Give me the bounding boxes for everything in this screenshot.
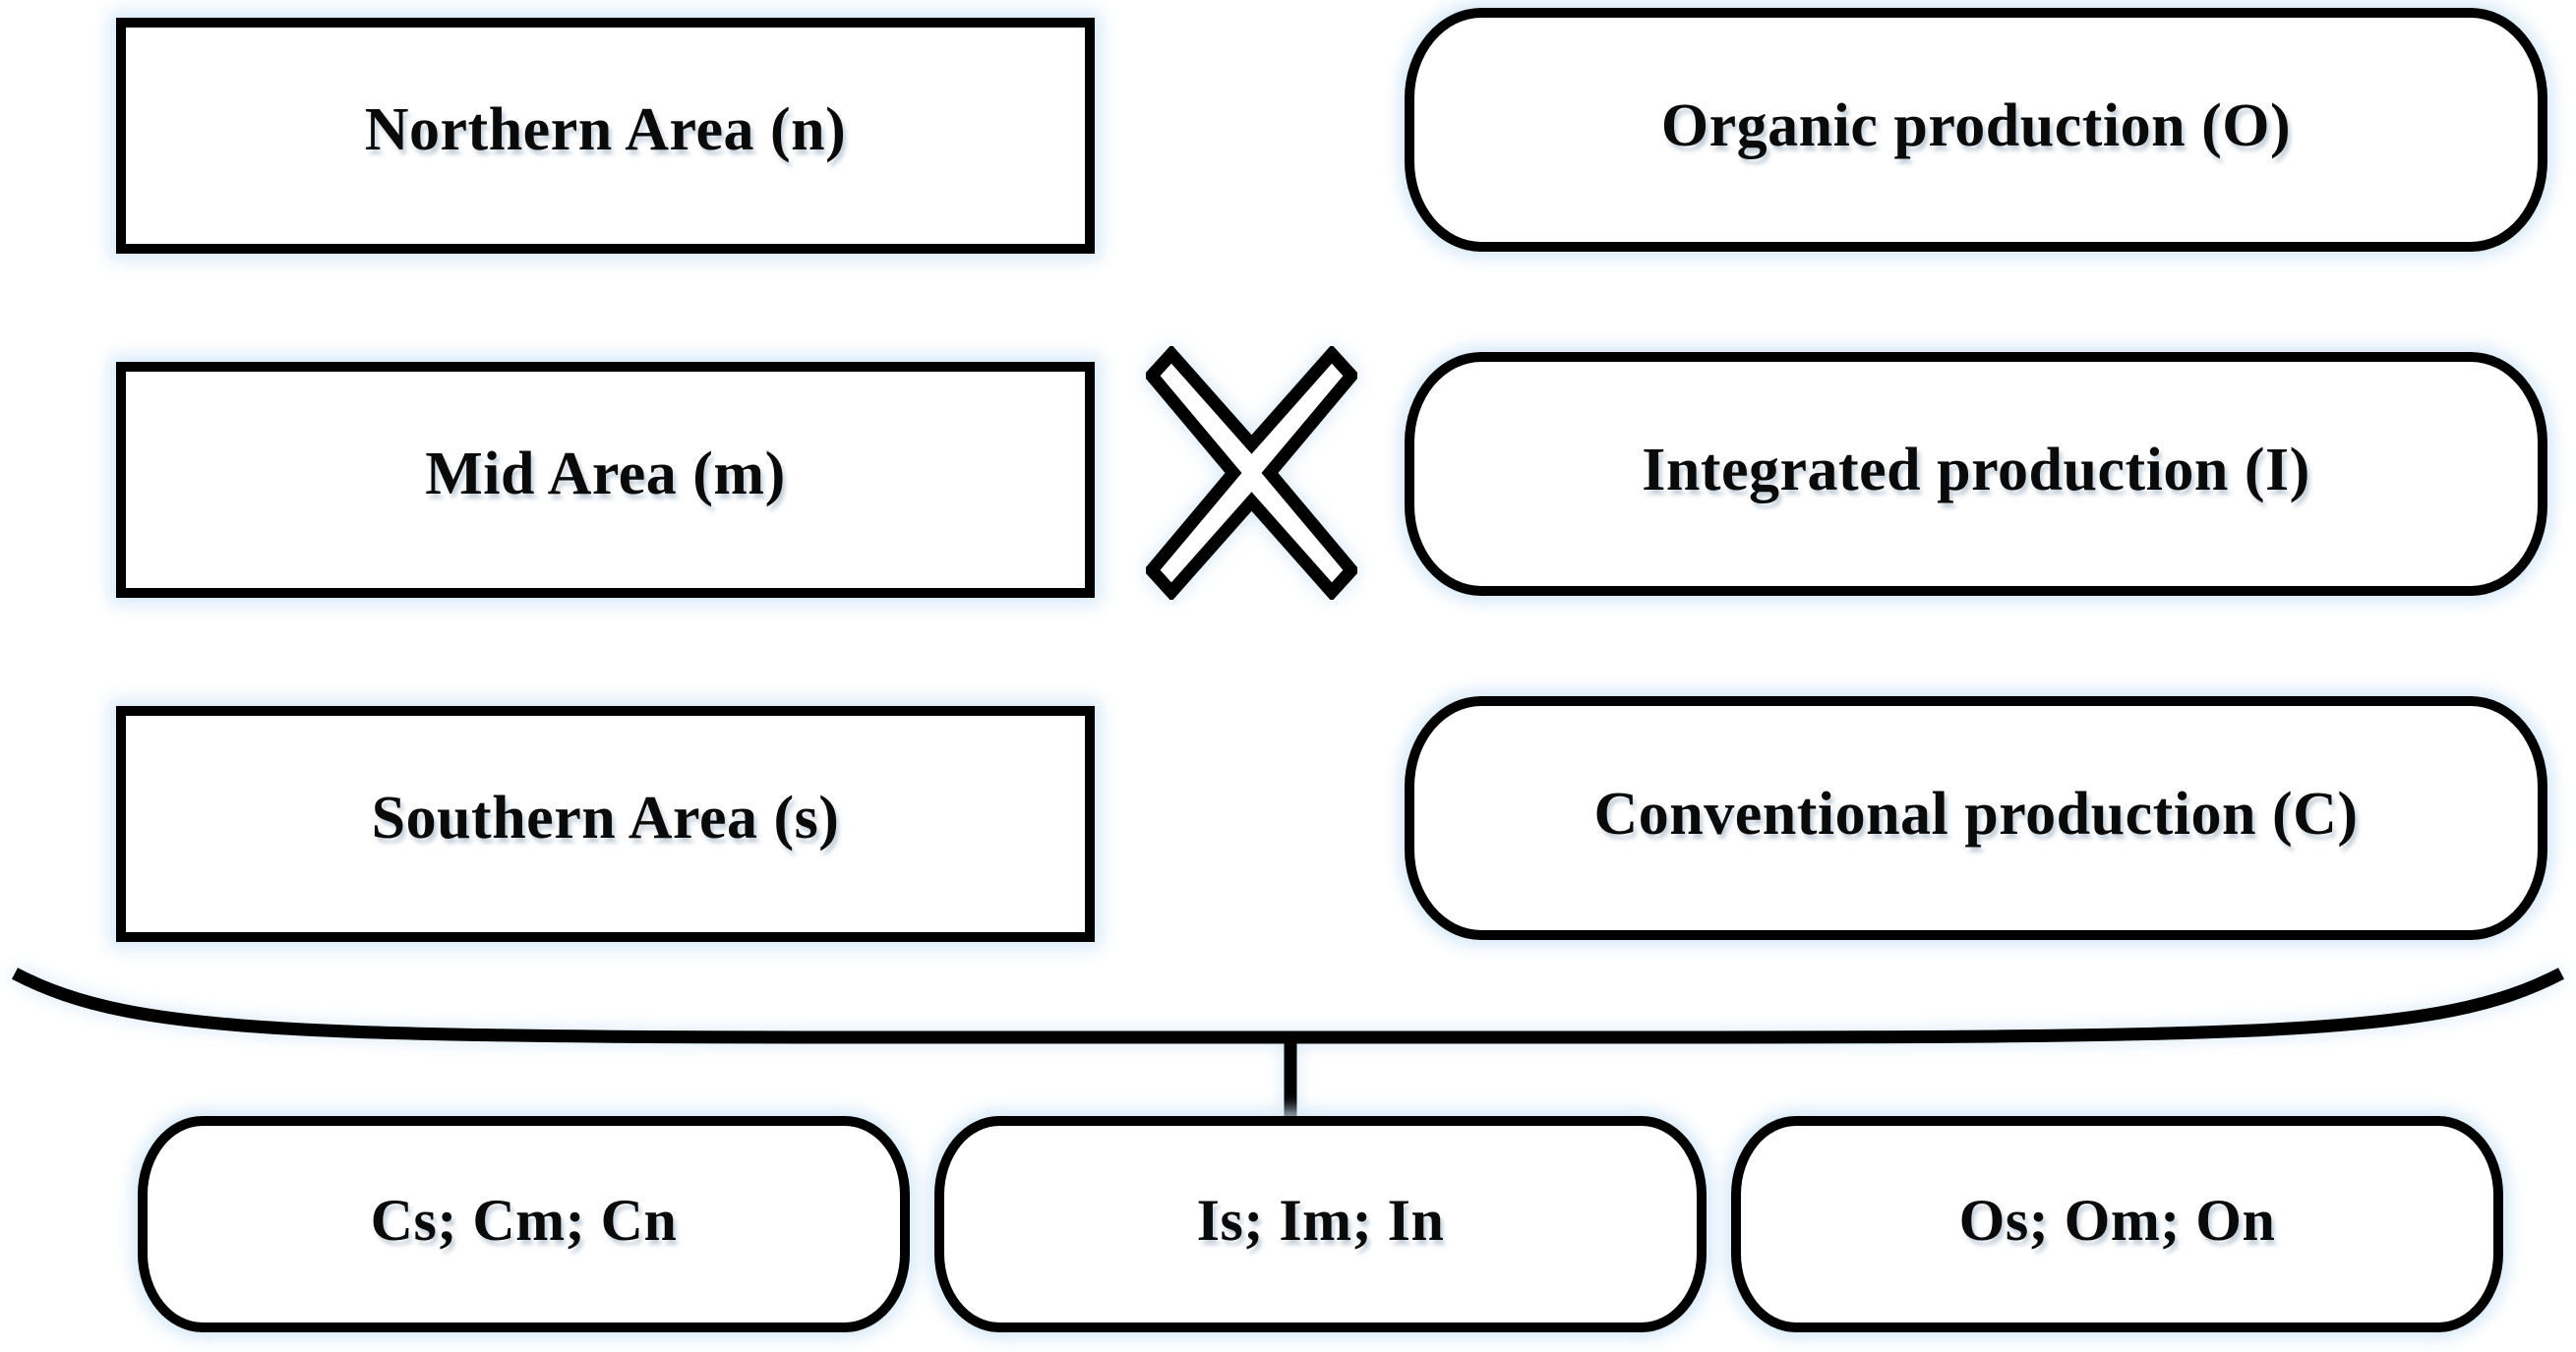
- grouping-brace-connector: [0, 949, 2576, 1131]
- area-node-mid[interactable]: Mid Area (m): [116, 362, 1095, 598]
- production-node-integrated-label: Integrated production (I): [1642, 437, 2310, 503]
- combination-node-organic-label: Os; Om; On: [1958, 1188, 2276, 1253]
- combination-node-organic[interactable]: Os; Om; On: [1731, 1116, 2503, 1332]
- cross-operator-icon: [1146, 346, 1357, 600]
- combination-node-integrated[interactable]: Is; Im; In: [934, 1116, 1707, 1332]
- area-node-mid-label: Mid Area (m): [425, 441, 786, 507]
- combination-node-conventional-label: Cs; Cm; Cn: [370, 1188, 678, 1253]
- production-node-conventional-label: Conventional production (C): [1593, 781, 2359, 848]
- area-node-northern[interactable]: Northern Area (n): [116, 18, 1095, 254]
- production-node-organic[interactable]: Organic production (O): [1405, 8, 2547, 252]
- production-node-integrated[interactable]: Integrated production (I): [1405, 352, 2547, 596]
- area-node-southern[interactable]: Southern Area (s): [116, 706, 1095, 942]
- production-node-conventional[interactable]: Conventional production (C): [1405, 696, 2547, 940]
- combination-node-conventional[interactable]: Cs; Cm; Cn: [138, 1116, 910, 1332]
- area-node-southern-label: Southern Area (s): [371, 785, 840, 852]
- area-node-northern-label: Northern Area (n): [364, 96, 847, 163]
- production-node-organic-label: Organic production (O): [1660, 92, 2292, 159]
- combination-node-integrated-label: Is; Im; In: [1196, 1188, 1445, 1253]
